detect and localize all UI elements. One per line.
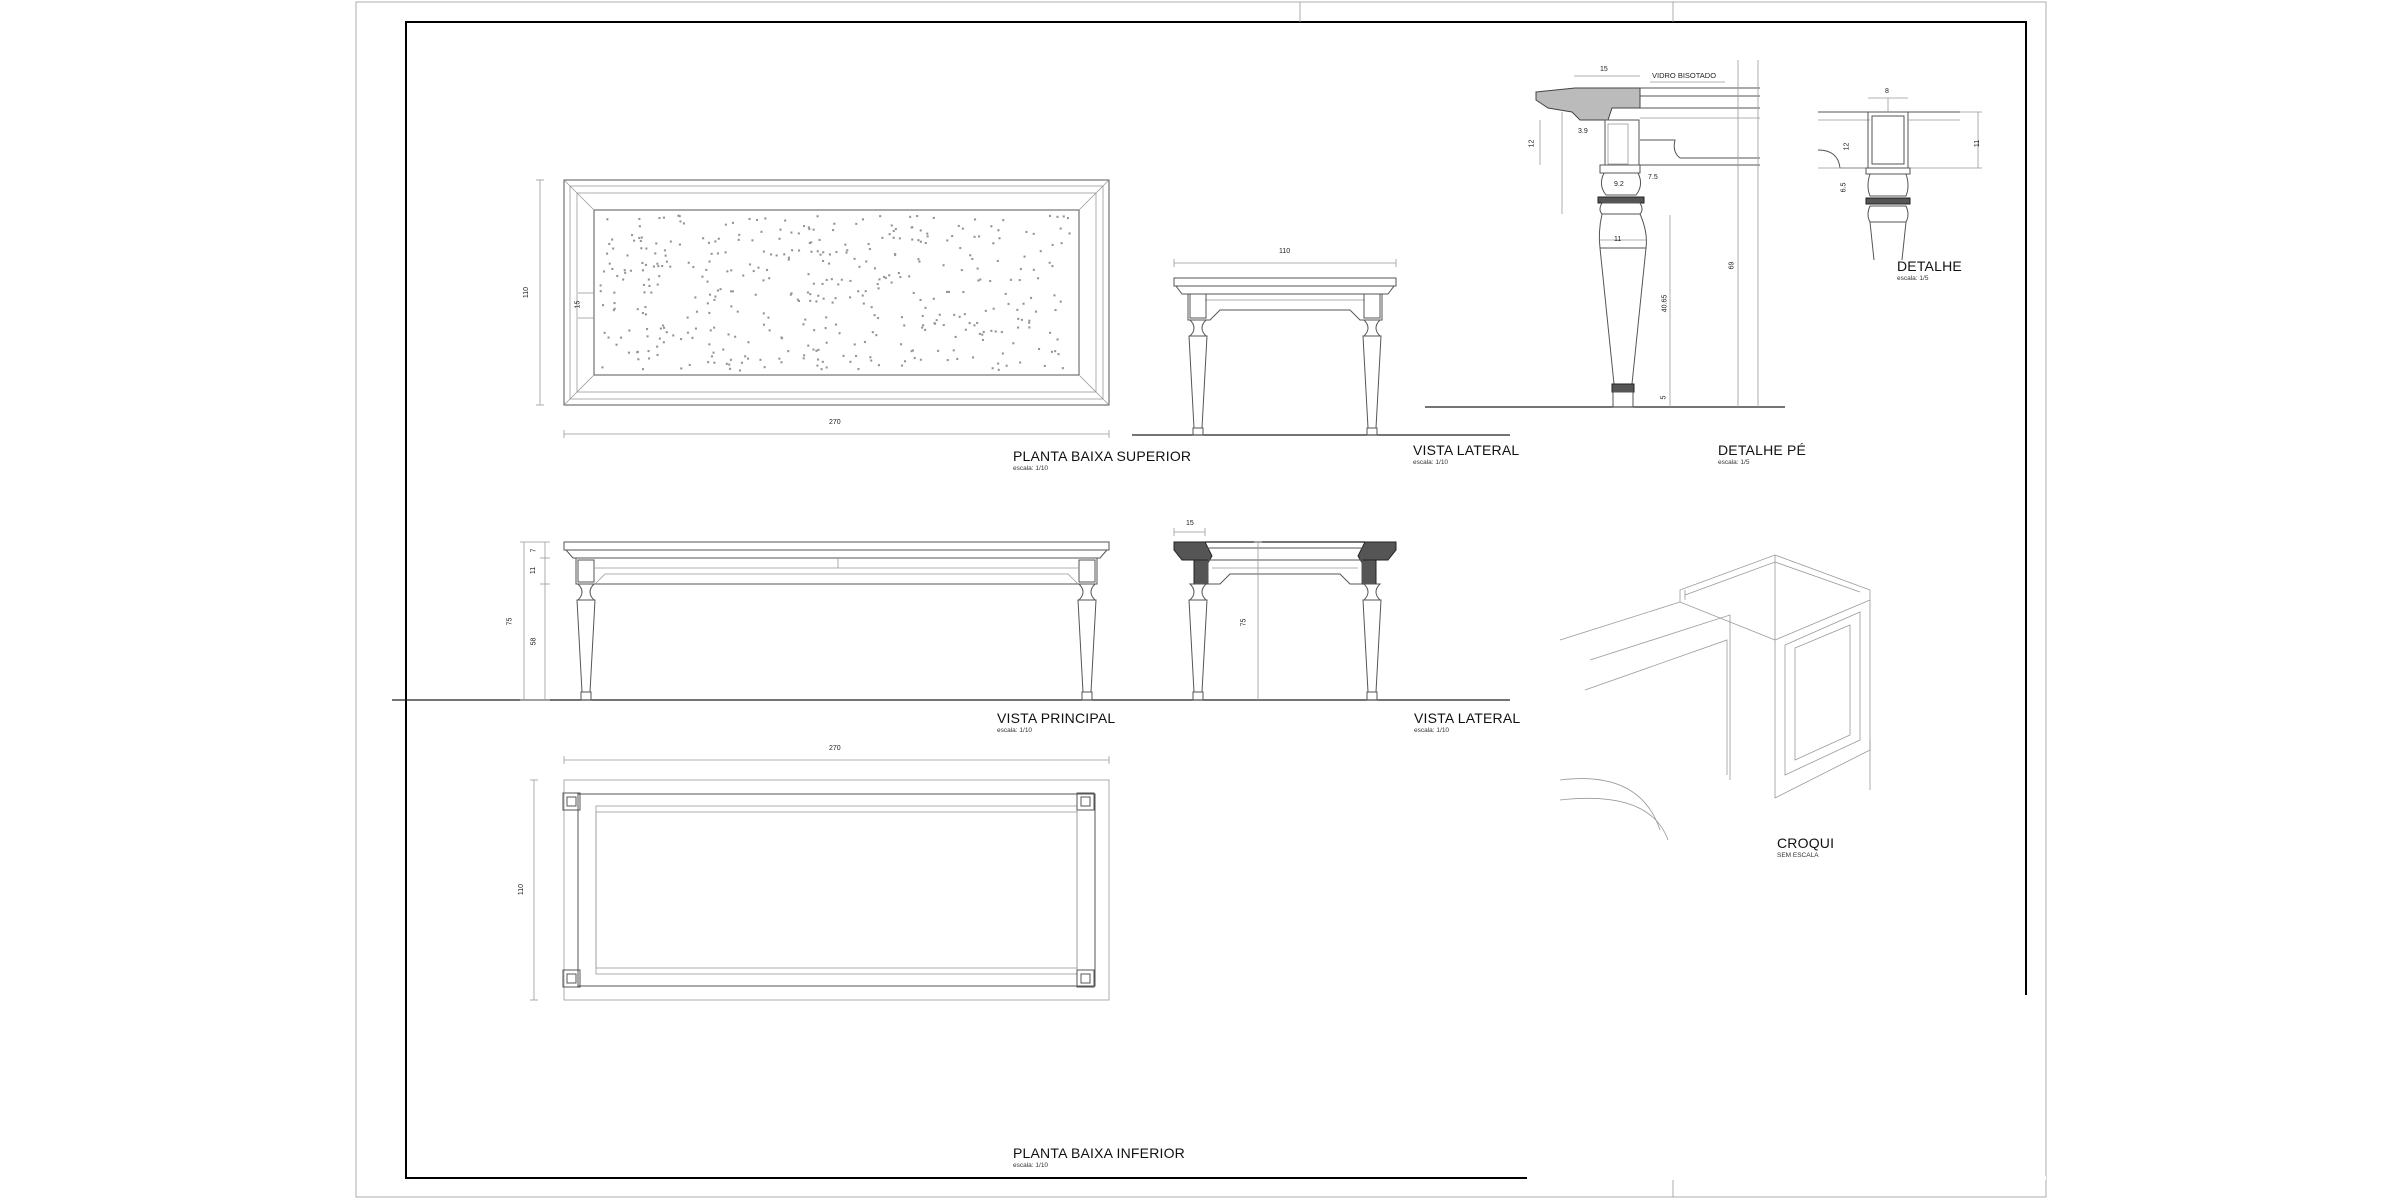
- dim-detail-height-a: 12: [1843, 142, 1851, 151]
- caption-detail: DETALHE escala: 1/5: [1897, 259, 1962, 283]
- detail-drawing: [1817, 97, 1982, 261]
- sketch-drawing: [1559, 554, 1871, 841]
- side-view-1-title: VISTA LATERAL: [1413, 442, 1520, 458]
- dim-side1-width: 110: [1279, 248, 1291, 255]
- dim-leg-total-height: 69: [1728, 261, 1736, 270]
- dim-bottom-plan-width: 270: [829, 745, 841, 752]
- side-view-2-drawing: [1173, 528, 1397, 701]
- dim-main-top: 7: [530, 548, 538, 553]
- leg-detail-scale: escala: 1/5: [1718, 459, 1750, 466]
- sketch-title: CROQUI: [1777, 835, 1835, 851]
- dim-side2-top-detail: 15: [1186, 520, 1194, 527]
- detail-title: DETALHE: [1897, 258, 1962, 274]
- top-plan-drawing: [536, 179, 1110, 438]
- bottom-plan-scale: escala: 1/10: [1013, 1162, 1049, 1169]
- leg-detail-drawing: [1535, 60, 1760, 408]
- caption-bottom-plan: PLANTA BAIXA INFERIOR escala: 1/10: [1013, 1146, 1185, 1170]
- bottom-plan-drawing: [530, 756, 1110, 1001]
- dim-leg-apron-height: 12: [1528, 139, 1536, 148]
- dim-leg-top-width: 15: [1600, 66, 1608, 73]
- dim-leg-detail-a: 7.5: [1648, 174, 1658, 181]
- dim-top-plan-depth: 110: [523, 286, 531, 299]
- caption-side-view-1: VISTA LATERAL escala: 1/10: [1413, 443, 1519, 467]
- side-view-1-scale: escala: 1/10: [1413, 459, 1449, 466]
- top-plan-title: PLANTA BAIXA SUPERIOR: [1013, 448, 1192, 464]
- sketch-scale: SEM ESCALA: [1777, 852, 1819, 859]
- dim-bottom-plan-depth: 110: [518, 883, 526, 896]
- dim-main-apron: 11: [530, 566, 538, 575]
- dim-detail-small: 6.5: [1840, 182, 1848, 193]
- main-view-drawing: [520, 541, 1110, 701]
- dim-leg-shaft-height: 40.65: [1661, 294, 1669, 313]
- bottom-plan-title: PLANTA BAIXA INFERIOR: [1013, 1145, 1185, 1161]
- detail-scale: escala: 1/5: [1897, 275, 1929, 282]
- top-plan-scale: escala: 1/10: [1013, 465, 1049, 472]
- side-view-2-scale: escala: 1/10: [1414, 727, 1450, 734]
- caption-sketch: CROQUI SEM ESCALA: [1777, 836, 1834, 860]
- caption-side-view-2: VISTA LATERAL escala: 1/10: [1414, 711, 1520, 735]
- main-view-title: VISTA PRINCIPAL: [997, 710, 1116, 726]
- dim-top-plan-border: 15: [574, 300, 582, 309]
- side-view-1-drawing: [1173, 259, 1397, 436]
- caption-leg-detail: DETALHE PÉ escala: 1/5: [1718, 443, 1806, 467]
- dim-main-leg-height: 58: [530, 637, 538, 646]
- dim-side2-height: 75: [1240, 618, 1248, 627]
- dim-main-height: 75: [506, 617, 514, 626]
- leg-detail-title: DETALHE PÉ: [1718, 442, 1807, 458]
- dim-leg-foot: 5: [1660, 395, 1668, 400]
- dim-detail-height-b: 11: [1974, 139, 1982, 148]
- dim-leg-shaft-width: 11: [1614, 236, 1622, 243]
- dim-detail-width: 8: [1885, 88, 1889, 95]
- dim-leg-detail-c: 3.9: [1578, 128, 1588, 135]
- dim-leg-detail-b: 9.2: [1614, 181, 1624, 188]
- side-view-2-title: VISTA LATERAL: [1414, 710, 1521, 726]
- dim-top-plan-width: 270: [829, 419, 841, 426]
- caption-main-view: VISTA PRINCIPAL escala: 1/10: [997, 711, 1115, 735]
- caption-top-plan: PLANTA BAIXA SUPERIOR escala: 1/10: [1013, 449, 1191, 473]
- glass-note: VIDRO BISOTADO: [1652, 71, 1717, 80]
- sheet-frame: [355, 1, 2047, 1198]
- main-view-scale: escala: 1/10: [997, 727, 1033, 734]
